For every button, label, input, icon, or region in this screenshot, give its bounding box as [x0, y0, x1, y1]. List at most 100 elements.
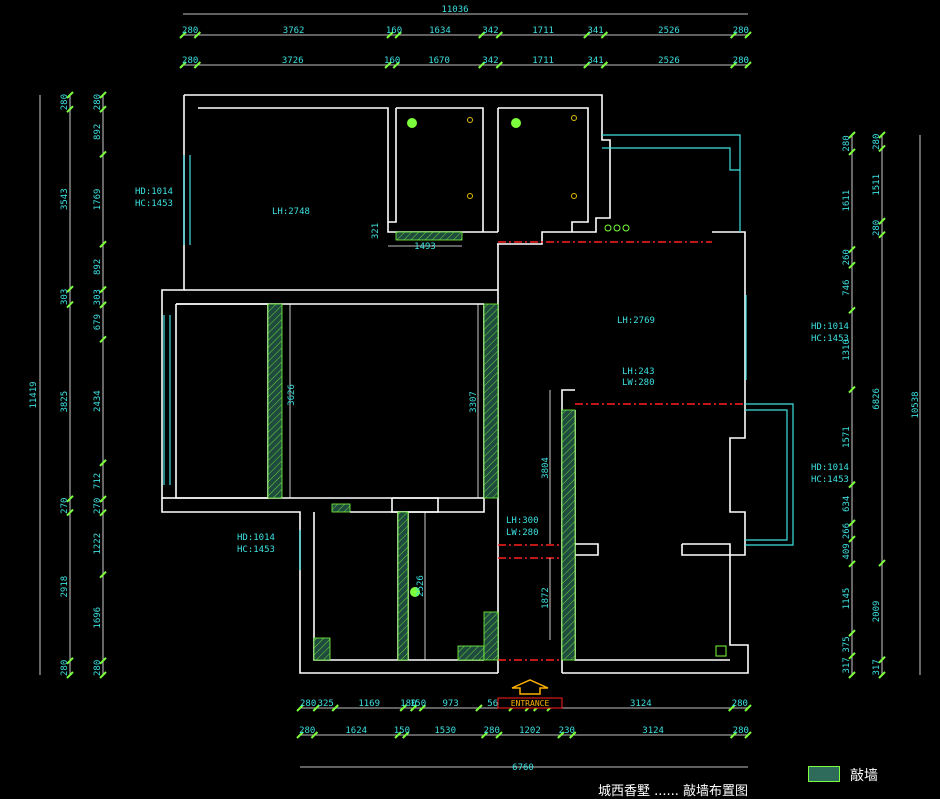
dim-tick — [99, 671, 107, 679]
room-label-lw-280-a: LW:280 — [622, 378, 655, 388]
dim-interior-4: 2526 — [416, 575, 426, 597]
dim-top-row2: 280 — [182, 56, 198, 66]
dim-tick — [878, 144, 886, 153]
dim-left-col2: 270 — [93, 498, 103, 514]
dim-tick — [99, 150, 107, 159]
dim-tick — [66, 671, 74, 679]
dim-bottom-row2: 3124 — [642, 726, 664, 736]
dim-tick — [848, 306, 856, 315]
dim-right-col2: 280 — [842, 135, 852, 151]
dim-tick — [495, 731, 503, 739]
dim-right-col1: 317 — [872, 659, 882, 675]
dim-tick — [384, 61, 392, 69]
dim-tick — [729, 731, 738, 739]
dim-right-col2: 1571 — [842, 426, 852, 448]
window-note-hc: HC:1453 — [811, 334, 849, 344]
dim-tick — [475, 704, 483, 712]
dim-tick — [99, 301, 107, 309]
dim-left-col2: 1222 — [93, 533, 103, 555]
window-notes: HD:1014 HC:1453 HD:1014 HC:1453 HD:1014 … — [135, 187, 849, 555]
dim-bottom-row2: 230 — [559, 726, 575, 736]
dim-tick — [495, 31, 503, 39]
dim-top-row1: 160 — [386, 26, 402, 36]
dim-tick — [193, 31, 202, 39]
dim-tick — [392, 61, 400, 69]
dim-left-col2: 892 — [93, 124, 103, 140]
room-label-lw-280-b: LW:280 — [506, 528, 539, 538]
dim-right-col1: 280 — [872, 220, 882, 236]
dim-interior-3: 1872 — [541, 587, 551, 609]
dim-right-col2: 266 — [842, 523, 852, 539]
dim-bottom-row1: 280 — [732, 699, 748, 709]
drawing-title: 城西香墅 ...... 敲墙布置图 — [598, 784, 749, 799]
dim-left-col2: 892 — [93, 259, 103, 275]
demolished-walls — [267, 231, 576, 661]
dim-tick — [478, 61, 486, 69]
dim-left-col2: 679 — [93, 314, 103, 330]
dim-tick — [600, 31, 609, 39]
dim-top-row1: 280 — [733, 26, 749, 36]
dim-bottom-row1: 567 — [487, 699, 503, 709]
dim-tick — [583, 61, 591, 69]
dim-interior-6: 321 — [371, 223, 381, 239]
room-label-lh-300: LH:300 — [506, 516, 539, 526]
dim-interior-1: 3307 — [469, 391, 479, 413]
window-note-hc: HC:1453 — [811, 475, 849, 485]
legend-label: 敲墙 — [850, 768, 878, 784]
dim-tick — [878, 230, 886, 239]
dim-left-col2: 303 — [93, 289, 103, 305]
dim-tick — [878, 656, 886, 664]
dim-tick — [848, 261, 856, 269]
dim-bottom-row1: 973 — [443, 699, 459, 709]
dim-tick — [386, 31, 394, 39]
window-note-hd: HD:1014 — [237, 533, 275, 543]
dim-tick — [557, 731, 565, 739]
dim-top-total: 11036 — [441, 5, 468, 15]
dim-right-col2: 260 — [842, 249, 852, 265]
window-note-hd: HD:1014 — [135, 187, 173, 197]
dim-right-col2: 746 — [842, 280, 852, 296]
dim-tick — [848, 652, 856, 660]
dim-tick — [878, 217, 886, 225]
dim-tick — [296, 731, 304, 739]
window-note-hd: HD:1014 — [811, 463, 849, 473]
dim-tick — [569, 731, 577, 739]
dim-right-col2: 317 — [842, 657, 852, 673]
dim-left-col1: 2918 — [60, 576, 70, 598]
dim-right-col2: 1145 — [842, 588, 852, 610]
dim-bottom-row2: 280 — [484, 726, 500, 736]
dim-tick — [193, 61, 202, 69]
dim-tick — [179, 61, 187, 69]
dim-bottom-row2: 1202 — [519, 726, 541, 736]
dim-tick — [600, 61, 609, 69]
dim-left-col1: 280 — [60, 94, 70, 110]
dim-tick — [296, 704, 304, 712]
legend: 敲墙 — [808, 765, 928, 785]
dim-tick — [878, 671, 886, 679]
dim-top-row2: 2526 — [658, 56, 680, 66]
dim-top-row1: 280 — [182, 26, 198, 36]
dim-tick — [848, 671, 856, 679]
dim-bottom-row2: 1624 — [345, 726, 367, 736]
dim-right-col1: 1511 — [872, 174, 882, 196]
legend-swatch — [808, 766, 840, 782]
dim-tick — [99, 285, 107, 294]
dim-right-col2: 409 — [842, 543, 852, 559]
dim-tick — [848, 148, 856, 156]
dim-tick — [179, 31, 187, 39]
dim-top-row2: 341 — [587, 56, 603, 66]
dim-right-col2: 634 — [842, 496, 852, 512]
room-label-lh-2748: LH:2748 — [272, 207, 310, 217]
dim-right-col2: 375 — [842, 636, 852, 652]
dim-tick — [66, 508, 74, 517]
dim-tick — [66, 285, 74, 293]
window-note-hd: HD:1014 — [811, 322, 849, 332]
entrance-label: ENTRANCE — [511, 699, 550, 708]
dim-tick — [495, 61, 503, 69]
window-note-hc: HC:1453 — [237, 545, 275, 555]
dim-tick — [744, 731, 752, 739]
dim-top-row1: 3762 — [283, 26, 305, 36]
dim-tick — [99, 105, 107, 113]
dim-tick — [99, 459, 107, 467]
dim-right-col1: 2009 — [872, 601, 882, 623]
